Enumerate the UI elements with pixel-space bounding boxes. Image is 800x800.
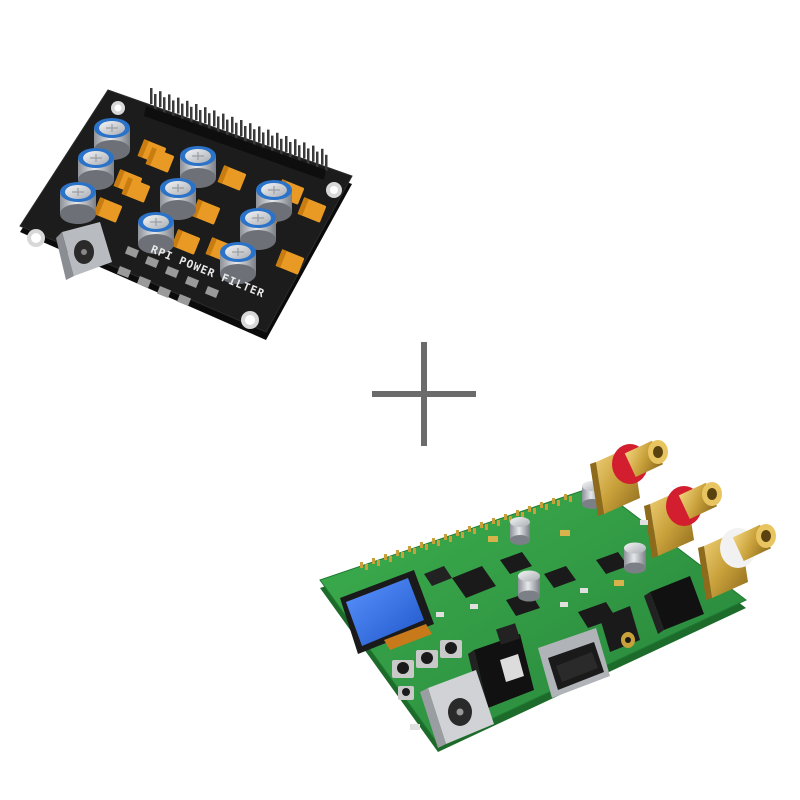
- header-pin: [396, 550, 404, 558]
- header-pin: [235, 122, 238, 139]
- rca-jack-2[interactable]: [644, 482, 722, 558]
- electrolytic-capacitor: [138, 212, 174, 254]
- header-pin: [298, 145, 301, 162]
- header-pin: [186, 100, 189, 117]
- header-pin: [528, 506, 536, 514]
- header-pin: [258, 126, 261, 143]
- power-filter-board: RPI POWER FILTER: [19, 88, 353, 340]
- header-pin: [289, 142, 292, 158]
- header-pin: [420, 542, 428, 550]
- power-inductor: [644, 576, 704, 634]
- tantalum-capacitor: [121, 177, 151, 203]
- header-pin: [249, 123, 252, 140]
- header-pin: [307, 148, 310, 165]
- header-pin: [253, 129, 256, 146]
- header-pin: [276, 132, 279, 149]
- hdmi-connector[interactable]: [538, 628, 610, 698]
- rca-jack-3[interactable]: [698, 524, 776, 600]
- rca-outputs[interactable]: [590, 440, 776, 600]
- tantalum-capacitor: [217, 165, 247, 191]
- mounting-holes: [27, 101, 342, 329]
- header-pin: [181, 103, 184, 120]
- header-pin: [213, 110, 216, 127]
- header-pin: [204, 107, 207, 124]
- rca-jack-1[interactable]: [590, 440, 668, 516]
- header-pin: [262, 132, 265, 149]
- header-pin: [432, 538, 440, 546]
- header-pin: [199, 110, 202, 126]
- header-pin: [312, 145, 315, 162]
- power-board-dc-jack: [56, 222, 112, 280]
- oled-display: [340, 570, 434, 654]
- tantalum-capacitor: [171, 229, 201, 255]
- header-pin: [217, 116, 220, 133]
- header-pin: [177, 97, 180, 114]
- tantalum-capacitor: [93, 197, 123, 223]
- header-pin: [280, 138, 283, 155]
- header-pin: [552, 498, 560, 506]
- header-pin: [159, 91, 162, 108]
- header-pin: [468, 526, 476, 534]
- electrolytic-capacitor: [160, 178, 196, 220]
- push-button-3[interactable]: [440, 640, 462, 658]
- push-button-4[interactable]: [398, 686, 414, 700]
- tantalum-capacitor: [297, 197, 327, 223]
- header-pin: [303, 142, 306, 159]
- header-pin: [372, 558, 380, 566]
- push-buttons[interactable]: [392, 640, 462, 700]
- header-pin: [226, 119, 229, 136]
- header-pin: [285, 136, 288, 152]
- header-pin: [384, 554, 392, 562]
- header-pin: [480, 522, 488, 530]
- header-pin: [267, 129, 270, 146]
- header-pin: [321, 148, 324, 165]
- plus-icon: [372, 342, 476, 446]
- headphone-jack[interactable]: [600, 606, 640, 652]
- header-pin: [150, 88, 153, 104]
- header-pin: [540, 502, 548, 510]
- header-pin: [516, 510, 524, 518]
- electrolytic-capacitor: [78, 148, 114, 190]
- header-pin: [172, 100, 175, 117]
- push-button-2[interactable]: [416, 650, 438, 668]
- header-pin: [456, 530, 464, 538]
- header-pin: [240, 120, 243, 136]
- tantalum-capacitor: [275, 249, 305, 275]
- header-pin: [492, 518, 500, 526]
- header-pin: [190, 106, 193, 123]
- electrolytic-capacitors: [60, 118, 292, 284]
- dac-dc-jack[interactable]: [420, 670, 494, 748]
- electrolytic-capacitor: [256, 180, 292, 222]
- push-button-1[interactable]: [392, 660, 414, 678]
- header-pin: [154, 94, 157, 110]
- smd-pads: [116, 246, 220, 306]
- header-pin: [208, 113, 211, 130]
- header-pin: [325, 154, 328, 171]
- header-pin: [564, 494, 572, 502]
- smd-components: [410, 520, 648, 730]
- header-pin: [294, 139, 297, 156]
- header-pin: [316, 151, 319, 168]
- dac-capacitors: [510, 481, 646, 602]
- gpio-header: [144, 88, 328, 180]
- header-pin: [244, 126, 247, 142]
- tantalum-capacitor: [145, 147, 175, 173]
- header-pin: [163, 97, 166, 114]
- header-pin: [168, 94, 171, 111]
- electrolytic-capacitor: [60, 182, 96, 224]
- header-pin: [222, 113, 225, 130]
- header-pin: [231, 116, 234, 133]
- header-pin: [271, 135, 274, 152]
- header-pin: [360, 562, 368, 570]
- dac-gpio-header: [360, 494, 572, 570]
- header-pin: [504, 514, 512, 522]
- header-pin: [195, 104, 198, 120]
- dac-board: [319, 440, 776, 752]
- header-pin: [444, 534, 452, 542]
- electrolytic-capacitor: [220, 242, 256, 284]
- header-pin: [408, 546, 416, 554]
